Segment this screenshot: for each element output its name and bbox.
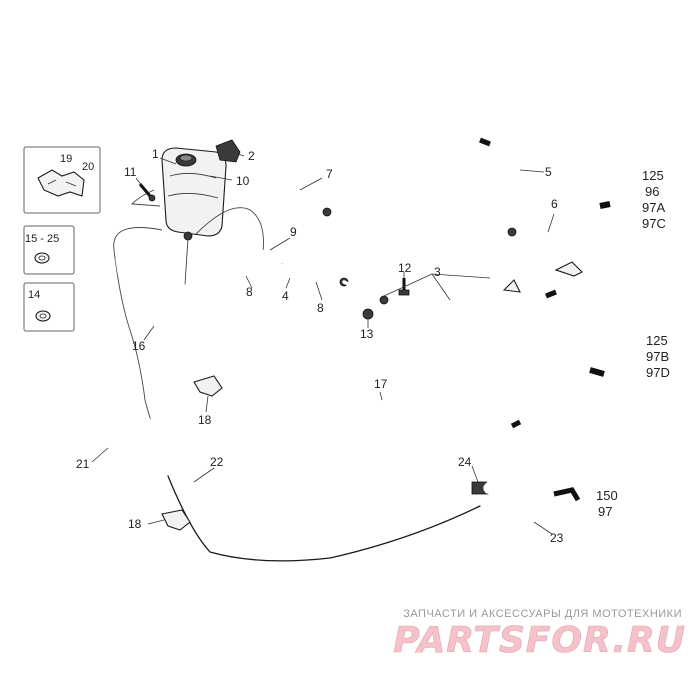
callout-13: 13	[360, 327, 374, 341]
leader-lines	[91, 151, 555, 535]
bracket-18-lower	[161, 509, 191, 531]
callout-18-upper: 18	[198, 413, 212, 427]
variant-group-1: 125 96 97A 97C	[642, 168, 666, 231]
inset-box-15-25: 15 - 25	[23, 225, 75, 275]
hose-6	[530, 201, 611, 250]
variant-2-line-2: 97B	[646, 349, 669, 364]
screw-11	[138, 183, 156, 202]
hose-22	[163, 463, 481, 562]
tank-cap	[215, 139, 241, 163]
callout-6: 6	[551, 197, 558, 211]
variant-1-line-1: 125	[642, 168, 664, 183]
inset-box-19-20: 19 20	[23, 146, 101, 214]
clip-3	[554, 261, 583, 277]
inset-box-14: 14	[23, 282, 75, 332]
hose-17	[195, 289, 605, 401]
variant-1-line-4: 97C	[642, 216, 666, 231]
connector-24	[471, 419, 523, 495]
callout-17: 17	[374, 377, 388, 391]
bolt-12	[398, 278, 410, 296]
callout-18-lower: 18	[128, 517, 142, 531]
callout-22: 22	[210, 455, 224, 469]
hose-23	[494, 487, 586, 527]
variant-3-line-1: 150	[596, 488, 618, 503]
variant-group-2: 125 97B 97D	[646, 333, 670, 380]
hose-8-right	[301, 269, 349, 287]
callout-8-right: 8	[317, 301, 324, 315]
variant-2-line-3: 97D	[646, 365, 670, 380]
callout-15-25: 15 - 25	[25, 233, 59, 245]
callout-20: 20	[82, 161, 94, 173]
variant-1-line-3: 97A	[642, 200, 665, 215]
nut-13	[362, 308, 374, 320]
pipe-3	[338, 224, 542, 365]
callout-16: 16	[132, 339, 146, 353]
callout-10: 10	[236, 174, 250, 188]
hose-4	[233, 263, 305, 277]
callout-11: 11	[124, 165, 137, 179]
callout-24: 24	[458, 455, 472, 469]
callout-1: 1	[152, 147, 159, 161]
hose-16	[115, 253, 597, 418]
bracket-18-upper	[193, 375, 223, 397]
variant-1-line-2: 96	[645, 184, 659, 199]
hose-21	[91, 371, 177, 477]
callout-4: 4	[282, 289, 289, 303]
hose-5	[478, 137, 527, 237]
callout-14: 14	[28, 289, 40, 301]
watermark: ЗАПЧАСТИ И АКСЕССУАРЫ ДЛЯ МОТОТЕХНИКИ PA…	[393, 608, 686, 661]
clip-3b	[502, 279, 521, 293]
callout-3: 3	[434, 265, 441, 279]
expansion-tank	[130, 147, 227, 241]
callout-8-left: 8	[246, 285, 253, 299]
watermark-brand: PARTSFOR.RU	[393, 620, 686, 661]
callout-12: 12	[398, 261, 412, 275]
hose-7	[271, 181, 345, 255]
drain-line	[113, 227, 163, 431]
callout-21: 21	[76, 457, 90, 471]
callout-2: 2	[248, 149, 255, 163]
variant-3-line-2: 97	[598, 504, 612, 519]
variant-2-line-1: 125	[646, 333, 668, 348]
callout-19: 19	[60, 153, 72, 165]
breather-line	[195, 207, 264, 261]
callout-5: 5	[545, 165, 552, 179]
watermark-tagline: ЗАПЧАСТИ И АКСЕССУАРЫ ДЛЯ МОТОТЕХНИКИ	[403, 608, 682, 620]
callout-labels: 1 2 10 11 7 9 4 8 8 12 13 3 5 6 16 17 18…	[76, 147, 564, 545]
callout-23: 23	[550, 531, 564, 545]
callout-7: 7	[326, 167, 333, 181]
callout-9: 9	[290, 225, 297, 239]
variant-group-3: 150 97	[596, 488, 618, 519]
